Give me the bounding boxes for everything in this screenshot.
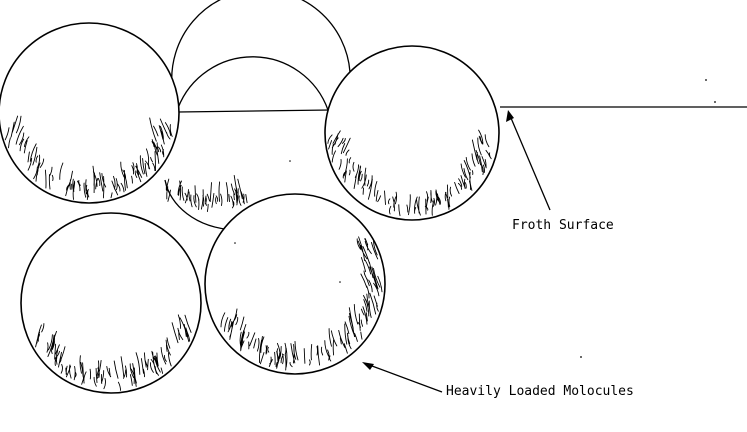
bubble-top-right bbox=[324, 45, 500, 221]
bubble-bottom-center bbox=[204, 193, 386, 375]
heavily-loaded-label: Heavily Loaded Molocules bbox=[446, 384, 634, 399]
bubble-bottom-left-loading bbox=[35, 314, 192, 391]
froth-surface-label: Froth Surface bbox=[512, 218, 614, 233]
specks bbox=[234, 79, 716, 358]
bubble-bottom-center-loading bbox=[220, 236, 383, 371]
heavily-loaded-pointer bbox=[362, 362, 443, 393]
bubble-top-left bbox=[0, 22, 180, 204]
froth-surface-line-left bbox=[177, 109, 331, 113]
bubble-back-middle bbox=[177, 56, 329, 111]
bubble-back-top bbox=[171, 0, 351, 120]
bubble-top-right-loading bbox=[327, 129, 492, 217]
bubble-middle-back-loading bbox=[165, 174, 248, 213]
froth-surface-pointer bbox=[506, 110, 551, 211]
bubble-bottom-left bbox=[20, 212, 202, 394]
bubble-top-left-loading bbox=[4, 115, 173, 200]
